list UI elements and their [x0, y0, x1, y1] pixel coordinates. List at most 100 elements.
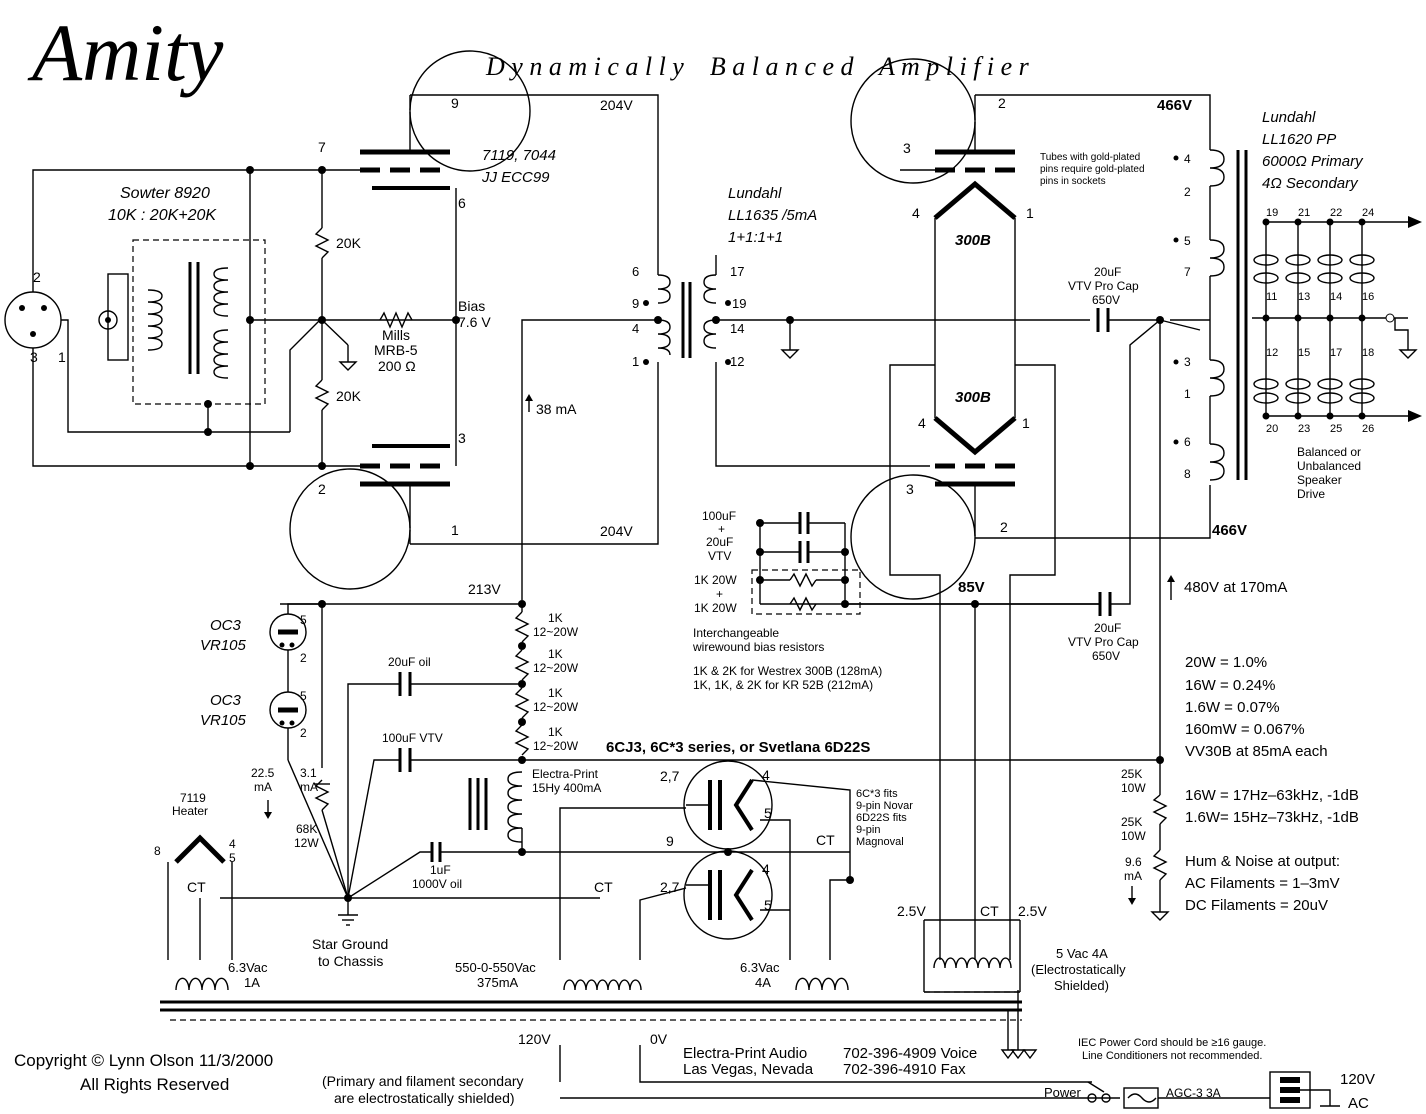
vendor-name: Electra-Print Audio [683, 1045, 807, 1062]
rect1-pin-27: 2,7 [660, 768, 680, 784]
supply-labels: 22.5 mA 3.1 mA 68K 12W [251, 604, 349, 899]
secondary-junction [1294, 314, 1302, 322]
driver-pin-2: 2 [318, 481, 326, 497]
sec-pin-24: 24 [1362, 207, 1374, 219]
grid-res-top-value: 20K [336, 235, 362, 251]
winding3-volt: 6.3Vac [740, 960, 780, 975]
vendor-fax: 702-396-4910 Fax [843, 1061, 966, 1078]
bandwidth-2: 1.6W= 15Hz–73kHz, -1dB [1185, 809, 1359, 826]
regulator-tubes: OC3 VR105 OC3 VR105 5 2 5 2 [200, 603, 349, 899]
filter-choke: Electra-Print 15Hy 400mA [468, 767, 601, 856]
secondary-junction [1358, 314, 1366, 322]
cap-top-value: 20uF [1094, 265, 1121, 279]
sec-pin-18: 18 [1362, 347, 1374, 359]
bot-300b-pin-3: 3 [906, 481, 914, 497]
output-tube-top: 2 3 4 1 300B Tubes with gold-plated pins… [850, 58, 1145, 365]
ot-pin-5: 5 [1184, 234, 1191, 248]
fil-2-5v-b: 2.5V [1018, 903, 1047, 919]
choke-rating: 15Hy 400mA [532, 781, 601, 795]
cathode-voltage: 85V [958, 579, 985, 596]
spec-block: 20W = 1.0% 16W = 0.24% 1.6W = 0.07% 160m… [1185, 654, 1359, 914]
ot-pin-3: 3 [1184, 355, 1191, 369]
winding3-amp: 4A [755, 975, 771, 990]
mains-input: 120V 0V Power AGC-3 3A 120V AC IEC Power… [322, 1031, 1375, 1112]
dist-2: 16W = 0.24% [1185, 677, 1275, 694]
input-transformer-ratio: 10K : 20K+20K [108, 207, 217, 224]
ist-pin-17: 17 [730, 264, 744, 279]
ist-name-3: 1+1:1+1 [728, 229, 783, 246]
winding-coil [795, 977, 849, 991]
xlr-pin-2: 2 [33, 269, 41, 285]
drive-note-3: Speaker [1297, 473, 1342, 487]
hum-title: Hum & Noise at output: [1185, 853, 1340, 870]
secondary-junction [1262, 218, 1270, 226]
driver-plate-voltage-bot: 204V [600, 523, 633, 539]
cathode-res-value: 200 Ω [378, 358, 416, 374]
rect-pin-9: 9 [666, 833, 674, 849]
filter-caps: 20uF oil 100uF VTV 1uF 1000V oil [347, 655, 522, 899]
reg2-name-b: VR105 [200, 712, 247, 729]
winding1-amp: 1A [244, 975, 260, 990]
bleeder-r2-b: 10W [1121, 829, 1146, 843]
secondary-junction [1294, 412, 1302, 420]
cap-vtv-label: 100uF VTV [382, 731, 443, 745]
bandwidth-1: 16W = 17Hz–63kHz, -1dB [1185, 787, 1359, 804]
winding-coil [563, 979, 642, 991]
ot-pin-7: 7 [1184, 265, 1191, 279]
star-ground-2: to Chassis [318, 953, 383, 969]
sec-pin-19: 19 [1266, 207, 1278, 219]
cap-1uf-label: 1uF [430, 863, 451, 877]
sec-pin-20: 20 [1266, 423, 1278, 435]
gold-pin-note-2: pins require gold-plated [1040, 164, 1145, 175]
cap-1uf-voltage: 1000V oil [412, 877, 462, 891]
cap-top-voltage: 650V [1092, 293, 1120, 307]
input-wiring [32, 169, 456, 467]
sec-pin-26: 26 [1362, 423, 1374, 435]
top-300b-pin-4: 4 [912, 205, 920, 221]
res2-value: 1K [548, 647, 563, 661]
bot-300b-pin-1: 1 [1022, 415, 1030, 431]
top-300b-name: 300B [955, 232, 991, 249]
bot-300b-pin-4: 4 [918, 415, 926, 431]
bias-voltage: 7.6 V [458, 314, 491, 330]
star-ground-1: Star Ground [312, 936, 388, 952]
sec-pin-14: 14 [1330, 291, 1342, 303]
copyright-line-1: Copyright © Lynn Olson 11/3/2000 [14, 1051, 273, 1070]
bleeder-resistors: 25K 10W 25K 10W 9.6 mA [1121, 760, 1170, 921]
vendor-info: Electra-Print Audio Las Vegas, Nevada 70… [683, 1045, 977, 1078]
ist-pin-14: 14 [730, 321, 744, 336]
reg1-name-a: OC3 [210, 617, 242, 634]
bias-note-4: 1K, 1K, & 2K for KR 52B (212mA) [693, 678, 873, 692]
bias-cap-3: VTV [708, 549, 731, 563]
rect-pin-ct: CT [816, 832, 835, 848]
xlr-pin-3: 3 [30, 349, 38, 365]
dropping-resistors: 1K 12~20W 1K 12~20W 1K 12~20W 1K 12~20W [514, 604, 579, 764]
driver-current: 38 mA [536, 401, 577, 417]
drive-note-2: Unbalanced [1297, 459, 1361, 473]
sec-pin-22: 22 [1330, 207, 1342, 219]
res-68k-watt: 12W [294, 836, 319, 850]
driver-heater: 7119 Heater 8 4 5 CT [154, 791, 236, 960]
cap-oil-label: 20uF oil [388, 655, 431, 669]
mains-120v: 120V [518, 1031, 551, 1047]
secondary-junction [1358, 412, 1366, 420]
schematic-subtitle: D y n a m i c a l l y B a l a n c e d A … [485, 52, 1030, 81]
sec-pin-13: 13 [1298, 291, 1310, 303]
cap-bot-voltage: 650V [1092, 649, 1120, 663]
cathode-res-name: Mills [382, 327, 410, 343]
copyright-line-2: All Rights Reserved [80, 1075, 229, 1094]
driver-plate-voltage-top: 204V [600, 97, 633, 113]
driver-pin-7: 7 [318, 139, 326, 155]
vendor-city: Las Vegas, Nevada [683, 1061, 814, 1078]
ist-pin-9: 9 [632, 296, 639, 311]
power-switch-label: Power [1044, 1085, 1082, 1100]
rect-note-3: 6D22S fits [856, 812, 907, 824]
bias-res-2: 1K 20W [694, 601, 737, 615]
heater-ct: CT [187, 879, 206, 895]
rectifier-tube-2: 2,7 4 5 [660, 850, 773, 940]
dist-4: 160mW = 0.067% [1185, 721, 1305, 738]
secondary-junction [1326, 218, 1334, 226]
reg2-pin-5: 5 [300, 689, 307, 703]
res2-watt: 12~20W [533, 661, 579, 675]
